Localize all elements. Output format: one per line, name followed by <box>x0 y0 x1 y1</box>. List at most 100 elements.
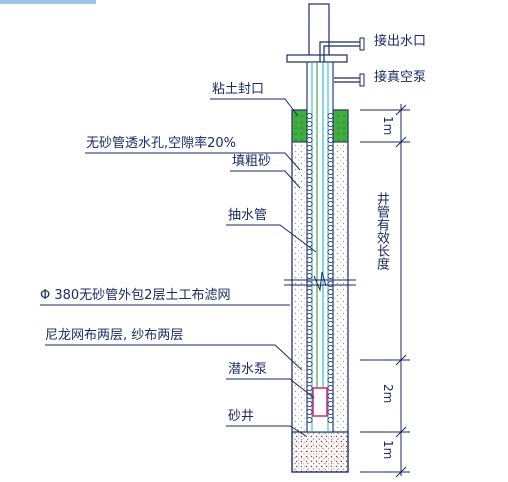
perforation-hole <box>327 136 334 143</box>
nylon-mesh-label: 尼龙网布两层, 纱布两层 <box>45 328 184 343</box>
perforation-hole <box>327 248 334 255</box>
perforation-hole <box>327 128 334 135</box>
perforation-hole <box>327 360 334 367</box>
perforation-hole <box>306 232 313 239</box>
perforation-hole <box>306 288 313 295</box>
perforation-hole <box>306 192 313 199</box>
perforation-hole <box>306 320 313 327</box>
perforation-hole <box>327 192 334 199</box>
pump-zone-dimension: 2m <box>381 384 395 404</box>
perforation-hole <box>306 328 313 335</box>
perforation-hole <box>306 416 313 423</box>
coarse-sand-label: 填粗砂 <box>232 154 272 169</box>
perforation-hole <box>306 400 313 407</box>
perforation-hole <box>327 264 334 271</box>
perforation-hole <box>327 160 334 167</box>
perforation-hole <box>306 216 313 223</box>
perforation-hole <box>306 376 313 383</box>
perforation-hole <box>327 280 334 287</box>
perforation-hole <box>327 368 334 375</box>
perforation-hole <box>327 200 334 207</box>
perforation-hole <box>306 312 313 319</box>
perforation-holes <box>306 113 334 423</box>
clay-seal-label: 粘土封口 <box>212 82 265 97</box>
dimension-line <box>360 104 410 478</box>
perforation-hole <box>306 336 313 343</box>
perforation-label: 无砂管透水孔,空隙率20% <box>86 136 237 151</box>
submersible-pump-label: 潜水泵 <box>228 362 268 377</box>
perforation-hole <box>306 144 313 151</box>
perforation-hole <box>306 113 313 120</box>
outlet-pipe <box>319 37 365 62</box>
perforation-hole <box>306 304 313 311</box>
sand-well-label: 砂井 <box>228 409 255 424</box>
perforation-hole <box>306 208 313 215</box>
filter-wrap-label: Φ 380无砂管外包2层土工布滤网 <box>40 288 231 303</box>
effective-length-dimension: 井管有效长度 <box>374 192 389 270</box>
perforation-hole <box>327 352 334 359</box>
submersible-pump-drawing <box>312 387 328 417</box>
perforation-hole <box>327 208 334 215</box>
perforation-hole <box>327 256 334 263</box>
perforation-hole <box>327 408 334 415</box>
perforation-hole <box>327 168 334 175</box>
perforation-hole <box>327 176 334 183</box>
vacuum-pump-label: 接真空泵 <box>374 70 427 85</box>
top-seal-dimension: 1m <box>381 116 395 136</box>
perforation-hole <box>327 384 334 391</box>
perforation-hole <box>327 376 334 383</box>
perforation-hole <box>327 312 334 319</box>
perforation-hole <box>306 256 313 263</box>
perforation-hole <box>327 216 334 223</box>
perforation-hole <box>306 224 313 231</box>
perforation-hole <box>306 352 313 359</box>
perforation-hole <box>327 224 334 231</box>
perforation-hole <box>306 280 313 287</box>
perforation-hole <box>306 121 313 128</box>
perforation-hole <box>306 176 313 183</box>
perforation-hole <box>306 264 313 271</box>
top-accent-bar <box>0 0 96 4</box>
perforation-hole <box>327 232 334 239</box>
perforation-hole <box>306 384 313 391</box>
perforation-hole <box>327 336 334 343</box>
suction-pipe-drawing <box>316 62 324 390</box>
perforation-hole <box>327 272 334 279</box>
perforation-hole <box>306 184 313 191</box>
clay-seal <box>291 109 349 143</box>
perforation-hole <box>306 128 313 135</box>
perforation-hole <box>306 272 313 279</box>
perforation-hole <box>327 296 334 303</box>
perforation-hole <box>306 152 313 159</box>
perforation-hole <box>327 320 334 327</box>
wellhead <box>286 3 348 63</box>
perforation-hole <box>327 184 334 191</box>
leader-lines <box>40 98 317 437</box>
perforation-hole <box>306 200 313 207</box>
perforation-hole <box>327 144 334 151</box>
perforation-hole <box>306 360 313 367</box>
perforation-hole <box>327 392 334 399</box>
perforation-hole <box>306 344 313 351</box>
vacuum-pipe <box>334 73 365 87</box>
perforation-hole <box>306 136 313 143</box>
perforation-hole <box>327 304 334 311</box>
perforation-hole <box>327 416 334 423</box>
perforation-hole <box>306 408 313 415</box>
perforation-hole <box>306 160 313 167</box>
perforation-hole <box>306 368 313 375</box>
suction-pipe-label: 抽水管 <box>228 208 268 223</box>
perforation-hole <box>327 328 334 335</box>
perforation-hole <box>327 121 334 128</box>
perforation-hole <box>327 113 334 120</box>
perforation-hole <box>306 248 313 255</box>
perforation-hole <box>327 152 334 159</box>
perforation-hole <box>327 240 334 247</box>
perforation-hole <box>327 400 334 407</box>
perforation-hole <box>306 168 313 175</box>
perforation-hole <box>327 344 334 351</box>
outlet-label: 接出水口 <box>374 34 427 49</box>
perforation-hole <box>327 288 334 295</box>
